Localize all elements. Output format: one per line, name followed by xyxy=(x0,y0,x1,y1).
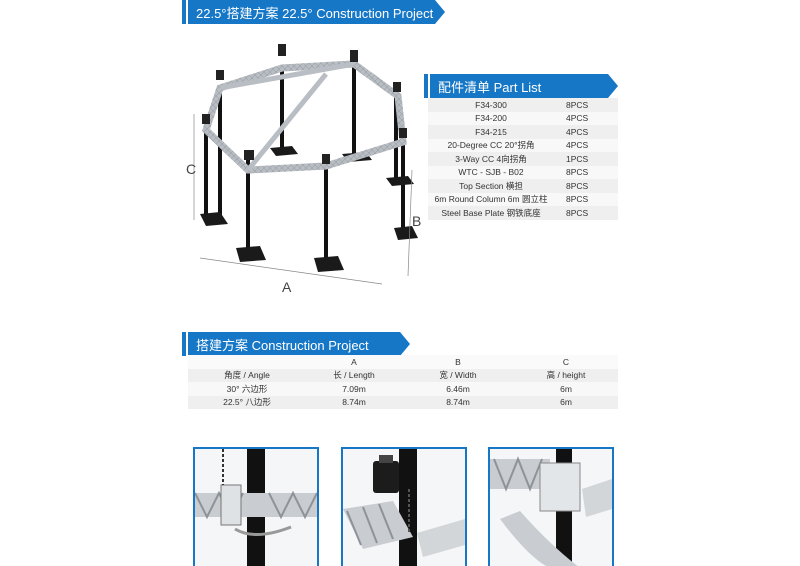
table-cell: 8.74m xyxy=(306,395,402,409)
table-cell: 高 / height xyxy=(514,368,618,382)
motor xyxy=(278,44,286,56)
base-plate xyxy=(386,176,414,186)
part-name: 3-Way CC 4向拐角 xyxy=(428,152,554,166)
table-cell: 22.5° 八边形 xyxy=(188,395,306,409)
table-cell: 6.46m xyxy=(402,382,514,396)
base-plate xyxy=(270,146,298,156)
dimension-a-line xyxy=(199,257,383,285)
banner-construction-text: 搭建方案 Construction Project xyxy=(196,337,369,353)
part-quantity: 8PCS xyxy=(554,192,618,206)
part-name: Steel Base Plate 钢铁底座 xyxy=(428,206,554,220)
motor-hoist-photo xyxy=(341,447,467,566)
part-name: Top Section 横担 xyxy=(428,179,554,193)
part-quantity: 4PCS xyxy=(554,125,618,139)
part-name: 20-Degree CC 20°拐角 xyxy=(428,138,554,152)
part-quantity: 4PCS xyxy=(554,138,618,152)
banner-part-list-text: 配件清单 Part List xyxy=(438,79,542,95)
cross-truss xyxy=(246,72,328,172)
motor xyxy=(322,154,330,164)
table-cell: 30° 六边形 xyxy=(188,382,306,396)
base-plate xyxy=(200,212,228,226)
motor xyxy=(350,50,358,62)
table-cell: 宽 / Width xyxy=(402,368,514,382)
part-name: F34-200 xyxy=(428,111,554,125)
banner-construction-project: 搭建方案 Construction Project xyxy=(182,332,410,356)
cross-truss xyxy=(219,61,355,91)
part-quantity: 8PCS xyxy=(554,98,618,112)
truss-lattice xyxy=(201,60,407,174)
banner-top-text: 22.5°搭建方案 22.5° Construction Project xyxy=(196,5,434,21)
dimension-b-line xyxy=(407,169,413,277)
part-quantity: 4PCS xyxy=(554,111,618,125)
part-quantity: 8PCS xyxy=(554,179,618,193)
dimension-label-b: B xyxy=(412,213,421,229)
table-cell: 7.09m xyxy=(306,382,402,396)
table-row: 角度 / Angle 长 / Length 宽 / Width 高 / heig… xyxy=(188,368,618,382)
table-cell: 8.74m xyxy=(402,395,514,409)
table-cell: 6m xyxy=(514,382,618,396)
header-cell: B xyxy=(402,355,514,369)
motor xyxy=(244,150,254,160)
base-plate xyxy=(314,256,344,272)
header-cell: C xyxy=(514,355,618,369)
header-cell xyxy=(188,355,306,369)
dimension-label-a: A xyxy=(282,279,292,295)
table-cell: 长 / Length xyxy=(306,368,402,382)
table-row: 30° 六边形 7.09m 6.46m 6m xyxy=(188,382,618,396)
corner-clamp-photo xyxy=(488,447,614,566)
octagon-truss-diagram: C A B xyxy=(186,44,421,295)
base-plate xyxy=(394,226,418,240)
part-name: WTC - SJB - B02 xyxy=(428,165,554,179)
table-cell: 6m xyxy=(514,395,618,409)
motor xyxy=(393,82,401,92)
dimension-label-c: C xyxy=(186,161,196,177)
truss-joint-photo xyxy=(193,447,319,566)
motor xyxy=(202,114,210,124)
motor xyxy=(399,128,407,138)
part-name: 6m Round Column 6m 圆立柱 xyxy=(428,192,554,206)
base-plate xyxy=(236,246,266,262)
part-name: F34-215 xyxy=(428,125,554,139)
table-row: 22.5° 八边形 8.74m 8.74m 6m xyxy=(188,395,618,409)
motor xyxy=(216,70,224,80)
construction-header-row: A B C xyxy=(188,355,618,369)
header-cell: A xyxy=(306,355,402,369)
base-plate-group xyxy=(200,146,418,272)
dimension-lines xyxy=(193,114,413,285)
construction-table: A B C 角度 / Angle 长 / Length 宽 / Width 高 … xyxy=(188,355,618,409)
part-quantity: 1PCS xyxy=(554,152,618,166)
banner-top-title: 22.5°搭建方案 22.5° Construction Project xyxy=(182,0,445,24)
part-quantity: 8PCS xyxy=(554,165,618,179)
table-cell: 角度 / Angle xyxy=(188,368,306,382)
banner-part-list: 配件清单 Part List xyxy=(424,74,618,98)
part-name: F34-300 xyxy=(428,98,554,112)
motor-group xyxy=(202,44,407,164)
part-quantity: 8PCS xyxy=(554,206,618,220)
